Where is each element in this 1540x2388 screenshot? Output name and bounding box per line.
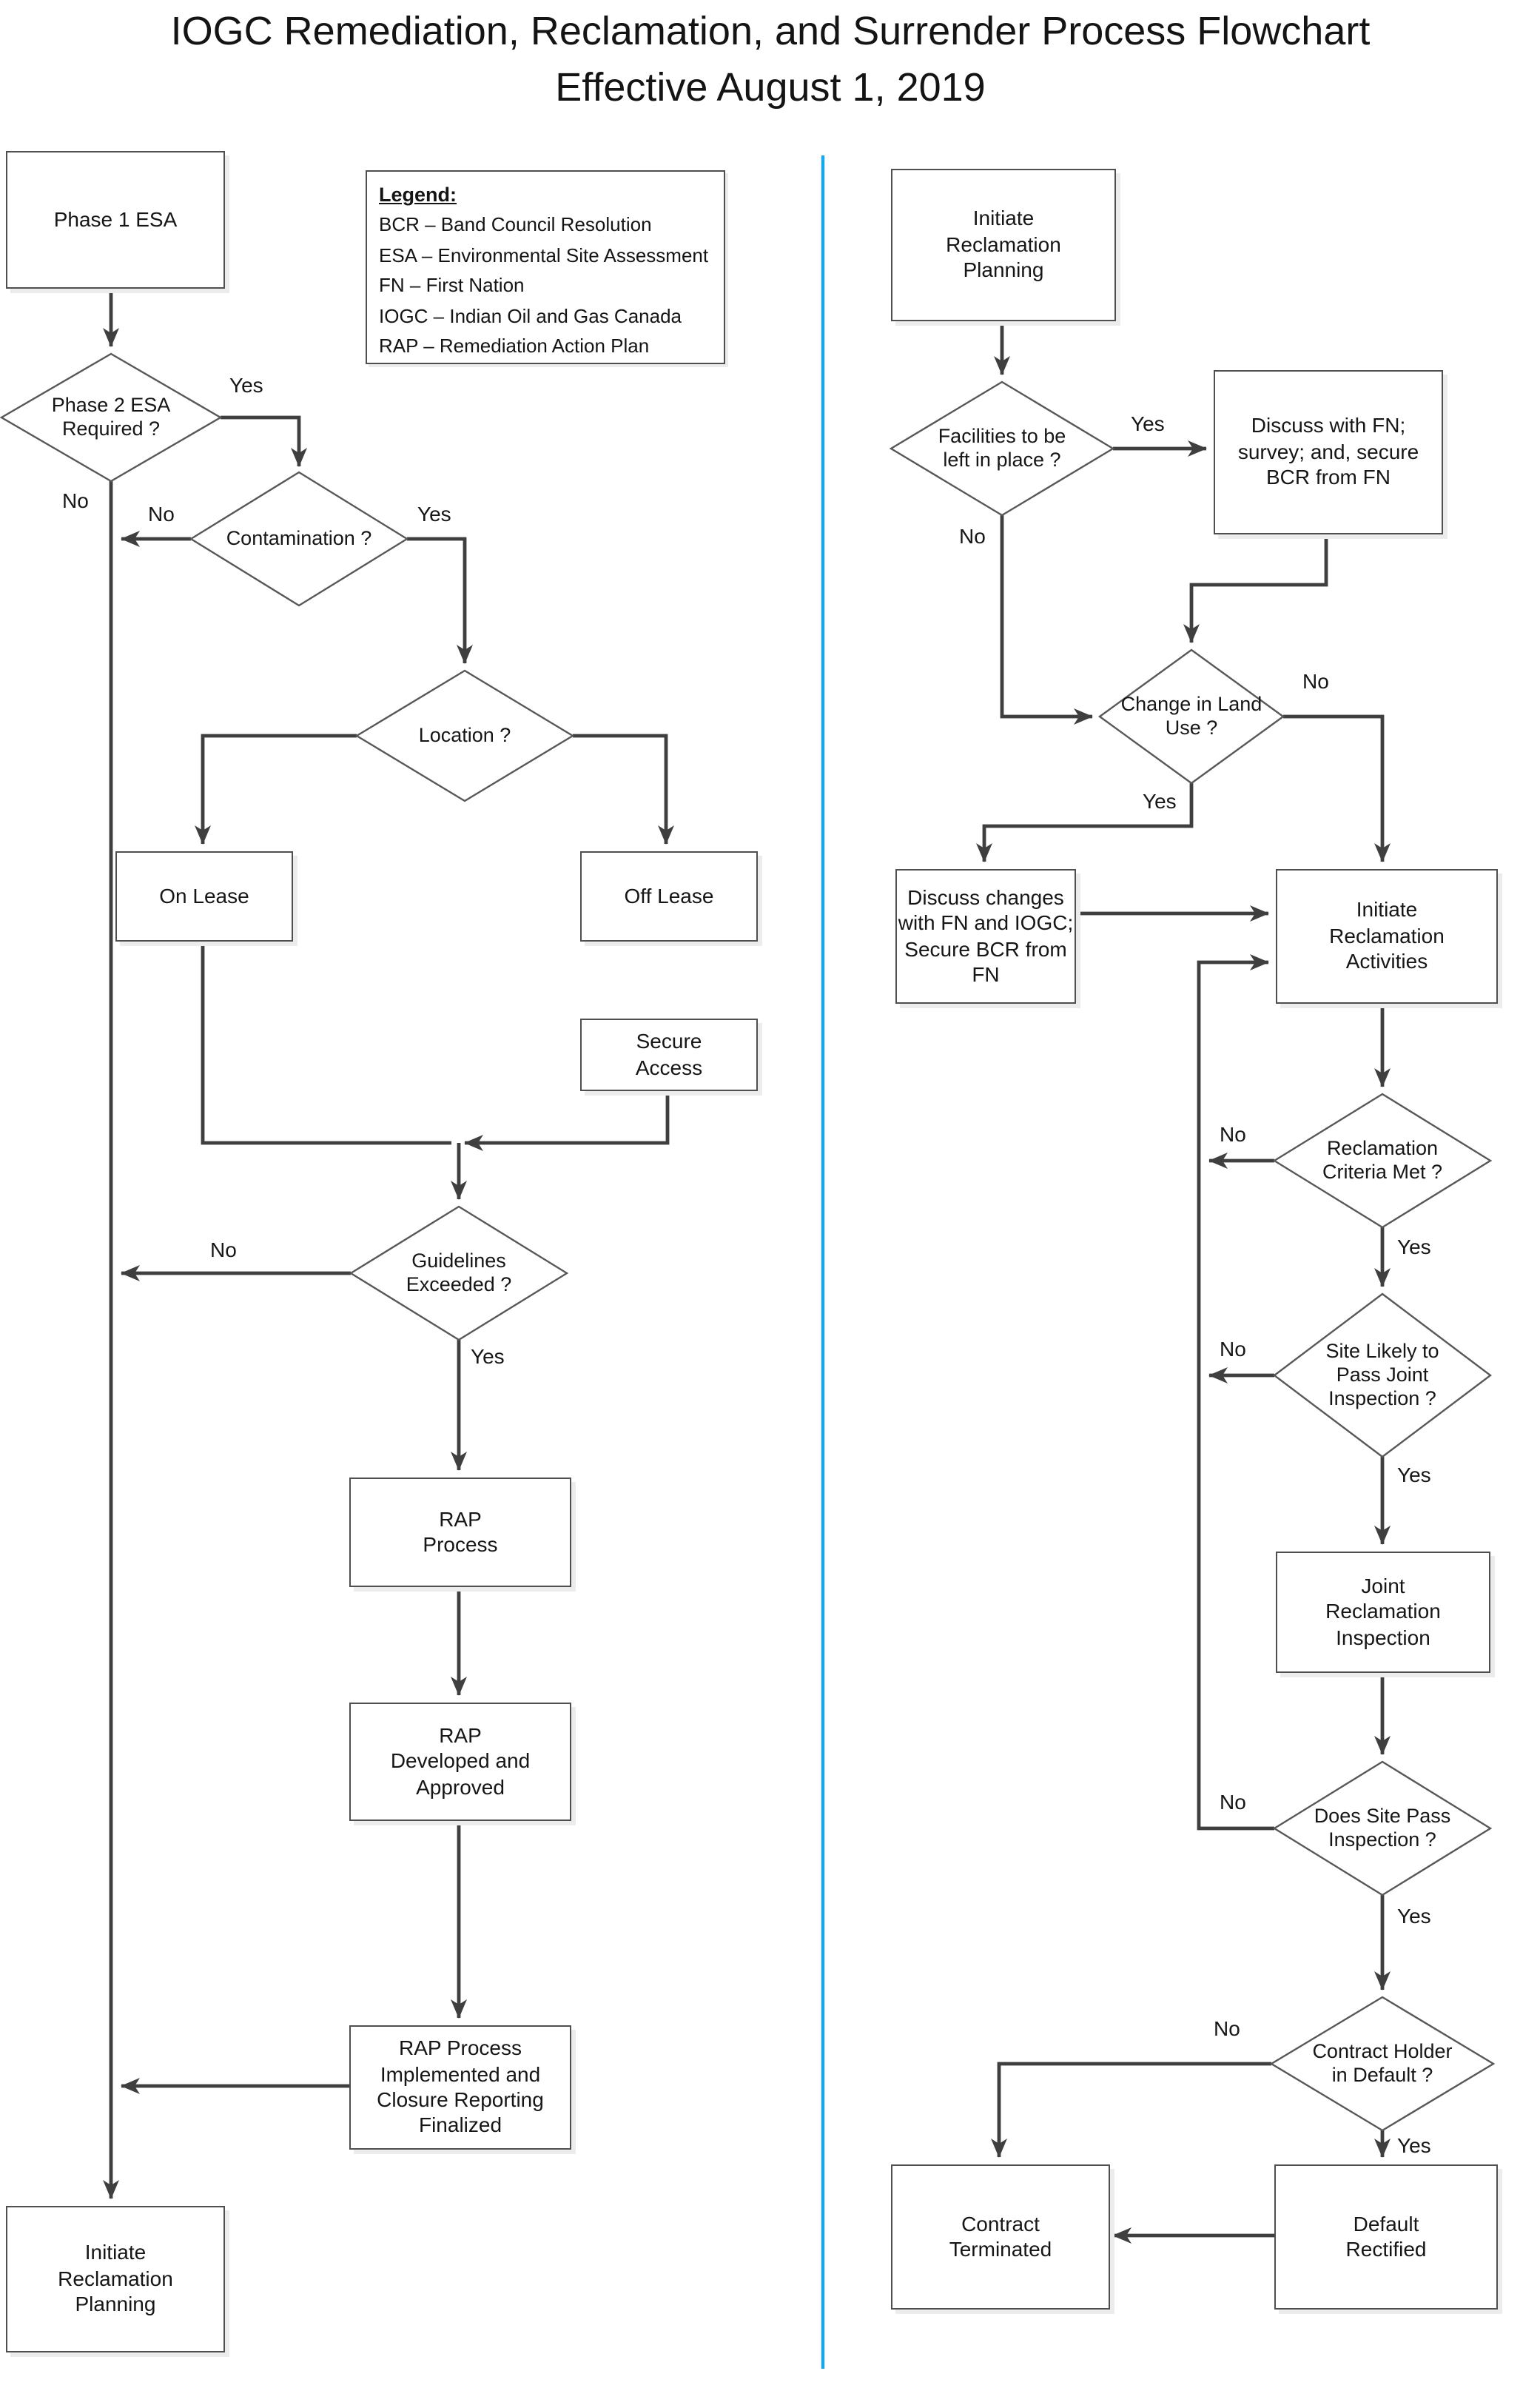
legend-entry-rap: RAP – Remediation Action Plan: [379, 335, 650, 358]
phase2-yes-label: Yes: [229, 373, 263, 397]
initiate-reclamation-activities-box: Initiate Reclamation Activities: [1276, 869, 1498, 1004]
initiate-reclamation-planning-bottom-box: Initiate Reclamation Planning: [6, 2206, 225, 2352]
guidelines-no-label: No: [210, 1238, 237, 1261]
default-rectified-box: Default Rectified: [1274, 2164, 1498, 2310]
edge-change-no: [1283, 714, 1391, 862]
facilities-left-diamond: [889, 380, 1115, 517]
legend-entry-bcr: BCR – Band Council Resolution: [379, 213, 652, 236]
edge-phase2-yes: [221, 415, 307, 467]
discuss-changes-box: Discuss changes with FN and IOGC; Secure…: [895, 869, 1076, 1004]
criteria-no-label: No: [1220, 1122, 1246, 1146]
edge-secure-merge: [464, 1088, 670, 1151]
site-likely-pass-diamond: [1273, 1292, 1492, 1458]
legend-entry-iogc: IOGC – Indian Oil and Gas Canada: [379, 304, 682, 327]
edge-contamination-yes: [407, 537, 473, 664]
change-land-use-diamond: [1097, 648, 1285, 785]
contamination-diamond: [189, 471, 409, 607]
contamination-yes-label: Yes: [417, 502, 451, 526]
facilities-yes-label: Yes: [1131, 412, 1165, 435]
contract-terminated-box: Contract Terminated: [891, 2164, 1110, 2310]
on-lease-box: On Lease: [115, 851, 293, 942]
page-title: IOGC Remediation, Reclamation, and Surre…: [170, 9, 1371, 53]
edge-loopback-rail: [1197, 954, 1274, 1831]
site-pass-inspection-diamond: [1272, 1760, 1493, 1896]
rap-final-box: RAP Process Implemented and Closure Repo…: [349, 2025, 571, 2150]
reclamation-criteria-diamond: [1272, 1093, 1493, 1229]
change-yes-label: Yes: [1143, 789, 1177, 813]
change-no-label: No: [1302, 669, 1329, 693]
page-subtitle: Effective August 1, 2019: [555, 65, 986, 110]
phase2-required-diamond: [0, 352, 223, 483]
guidelines-yes-label: Yes: [471, 1344, 505, 1368]
edge-discuss-to-change: [1183, 531, 1328, 643]
sitelikely-no-label: No: [1220, 1337, 1246, 1361]
legend-entry-fn: FN – First Nation: [379, 274, 525, 297]
location-diamond: [354, 669, 575, 802]
default-no-label: No: [1214, 2016, 1240, 2040]
joint-reclamation-inspection-box: Joint Reclamation Inspection: [1276, 1552, 1490, 1673]
edge-location-onlease: [195, 734, 357, 845]
default-yes-label: Yes: [1397, 2133, 1431, 2157]
edge-default-no: [991, 2062, 1271, 2158]
contract-default-diamond: [1269, 1996, 1496, 2132]
legend-box: Legend: BCR – Band Council Resolution ES…: [366, 170, 725, 364]
contamination-no-label: No: [148, 502, 175, 526]
sitepass-no-label: No: [1220, 1790, 1246, 1814]
legend-heading: Legend:: [379, 184, 457, 206]
edge-location-offlease: [573, 734, 674, 845]
rap-process-box: RAP Process: [349, 1478, 571, 1587]
edge-change-yes: [976, 783, 1194, 862]
guidelines-exceeded-diamond: [349, 1205, 569, 1341]
rap-developed-box: RAP Developed and Approved: [349, 1703, 571, 1821]
discuss-with-fn-box: Discuss with FN; survey; and, secure BCR…: [1214, 370, 1443, 534]
initiate-reclamation-planning-top-box: Initiate Reclamation Planning: [891, 169, 1116, 321]
off-lease-box: Off Lease: [580, 851, 758, 942]
sitepass-yes-label: Yes: [1397, 1904, 1431, 1928]
legend-entry-esa: ESA – Environmental Site Assessment: [379, 244, 709, 266]
secure-access-box: Secure Access: [580, 1019, 758, 1091]
edge-facilities-no: [1000, 515, 1093, 725]
phase2-no-label: No: [62, 489, 89, 512]
sitelikely-yes-label: Yes: [1397, 1463, 1431, 1486]
phase1-esa-box: Phase 1 ESA: [6, 151, 225, 289]
criteria-yes-label: Yes: [1397, 1235, 1431, 1258]
edge-onlease-merge: [201, 939, 451, 1145]
facilities-no-label: No: [959, 524, 986, 548]
